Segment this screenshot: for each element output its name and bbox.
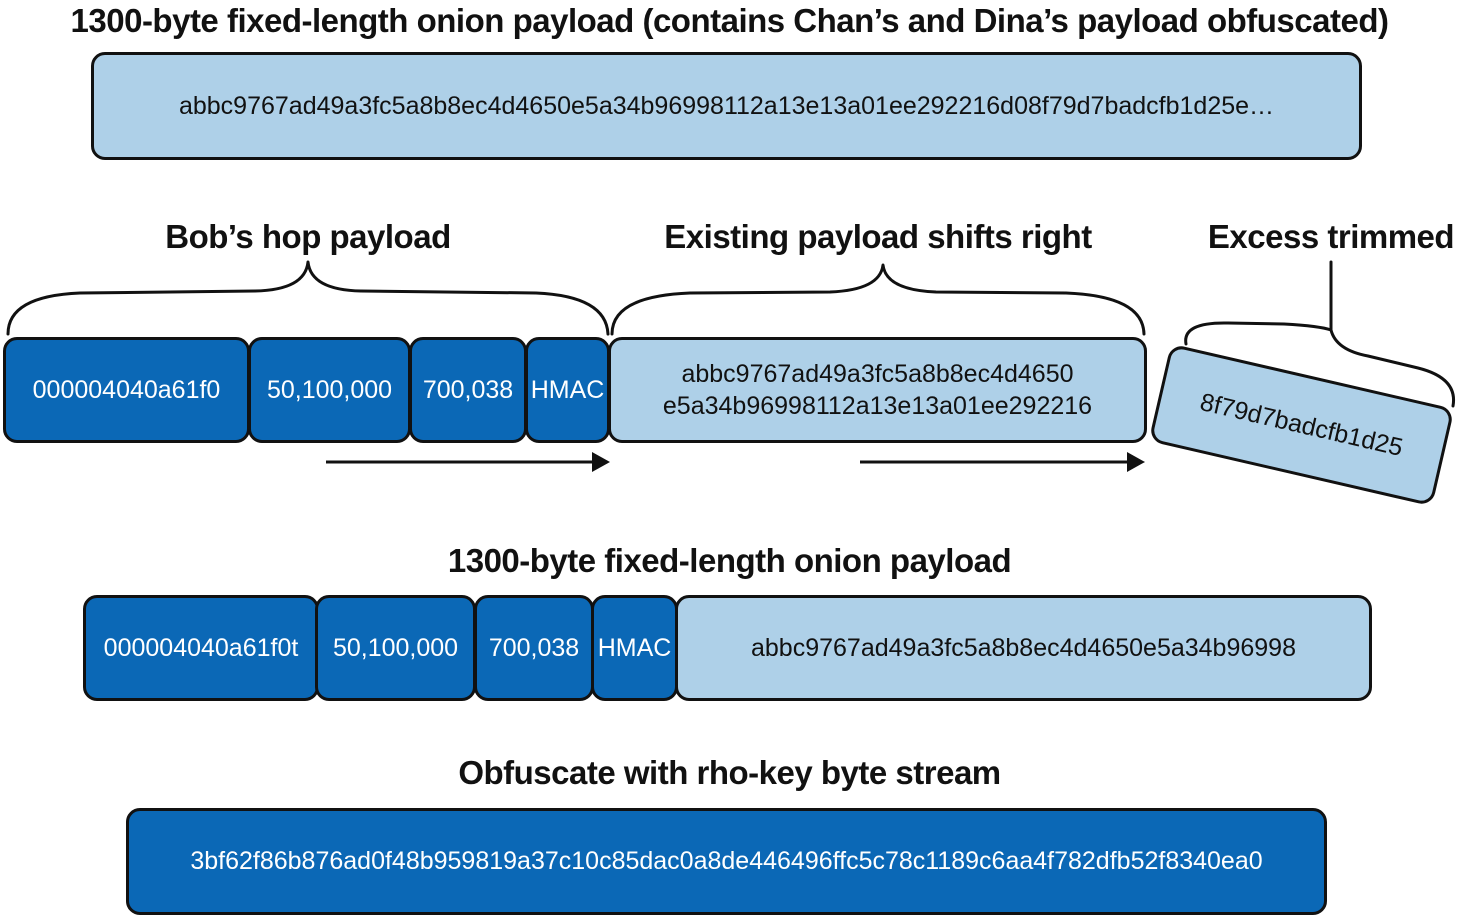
top-title: 1300-byte fixed-length onion payload (co… (70, 2, 1389, 39)
shift-field-id: 000004040a61f0 (3, 337, 250, 443)
excess-trimmed-label: Excess trimmed (1207, 218, 1455, 255)
result-field-cltv: 700,038 (474, 595, 594, 701)
shift-field-amount: 50,100,000 (248, 337, 411, 443)
existing-payload-box: abbc9767ad49a3fc5a8b8ec4d4650 e5a34b9699… (608, 337, 1147, 443)
obfuscate-title: Obfuscate with rho-key byte stream (458, 754, 1001, 791)
top-payload-box: abbc9767ad49a3fc5a8b8ec4d4650e5a34b96998… (91, 52, 1362, 160)
shift-field-cltv: 700,038 (409, 337, 527, 443)
shift-arrow-right-head (1127, 452, 1145, 472)
existing-payload-line-1: abbc9767ad49a3fc5a8b8ec4d4650 (681, 359, 1074, 388)
existing-payload-label: Existing payload shifts right (664, 218, 1092, 255)
bob-payload-label: Bob’s hop payload (165, 218, 451, 255)
result-field-id: 000004040a61f0t (83, 595, 319, 701)
shift-arrow-left-head (592, 452, 610, 472)
bob-payload-brace (6, 260, 610, 336)
result-field-hmac: HMAC (591, 595, 678, 701)
existing-payload-brace (610, 263, 1146, 336)
result-title: 1300-byte fixed-length onion payload (447, 542, 1012, 579)
result-payload-box: abbc9767ad49a3fc5a8b8ec4d4650e5a34b96998 (675, 595, 1372, 701)
shift-field-hmac: HMAC (525, 337, 610, 443)
result-field-amount: 50,100,000 (315, 595, 476, 701)
existing-payload-line-2: e5a34b96998112a13e13a01ee292216 (662, 392, 1093, 420)
rho-stream-box: 3bf62f86b876ad0f48b959819a37c10c85dac0a8… (126, 808, 1327, 915)
